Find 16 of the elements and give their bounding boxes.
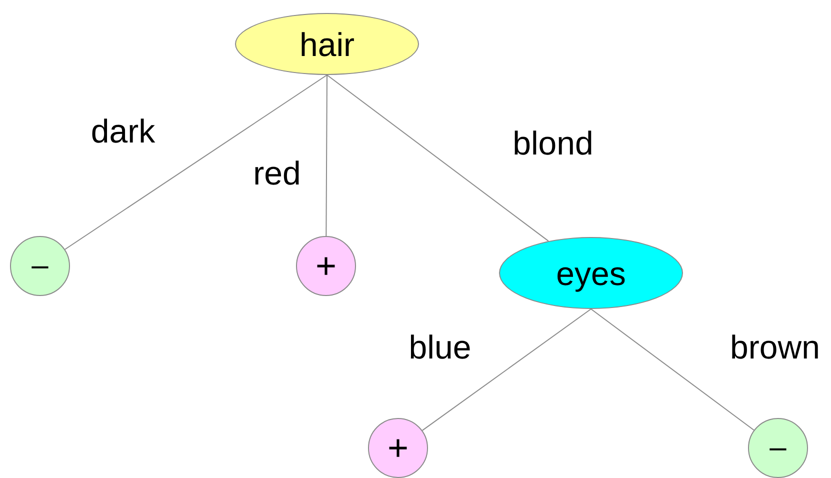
node-label: hair (299, 28, 355, 60)
node-label: + (387, 430, 409, 466)
edge-label: blond (512, 126, 594, 160)
connector-line (326, 74, 549, 242)
connector-line (326, 74, 328, 236)
edge-label: blue (408, 330, 472, 364)
edge-label: red (253, 156, 301, 190)
connector-line (64, 74, 328, 250)
connector-line (590, 308, 754, 431)
node-label: + (315, 248, 337, 284)
node-label: – (770, 433, 786, 463)
edge-label: brown (730, 330, 820, 364)
node-label: – (32, 251, 48, 281)
node-label: eyes (556, 256, 626, 290)
edge-label: dark (90, 114, 156, 148)
connector-line (422, 308, 592, 431)
